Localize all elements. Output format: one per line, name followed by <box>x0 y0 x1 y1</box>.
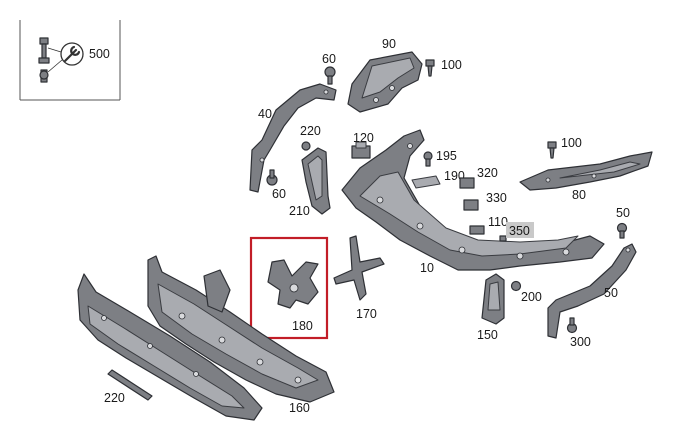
part-10 <box>341 129 605 271</box>
callout-100-top: 100 <box>441 58 462 72</box>
part-40 <box>249 83 337 193</box>
callout-40: 40 <box>258 107 272 121</box>
bolt-195 <box>423 151 433 167</box>
callout-320: 320 <box>477 166 498 180</box>
callout-60-top: 60 <box>322 52 336 66</box>
part-80 <box>519 151 653 191</box>
bolt-50-bottom <box>566 317 578 334</box>
clip-100-right <box>547 141 557 159</box>
callout-50-bottom: 300 <box>570 335 591 349</box>
bolt-60-lower <box>266 169 278 186</box>
bolt-50-top <box>616 222 628 239</box>
part-160 <box>77 273 263 421</box>
callout-200: 150 <box>477 328 498 342</box>
callout-90: 90 <box>382 37 396 51</box>
callout-220-right: 200 <box>521 290 542 304</box>
bolt-220-right <box>510 280 522 292</box>
part-30 <box>547 243 637 339</box>
legend-box: 500 <box>19 20 121 101</box>
callout-50-top: 50 <box>616 206 630 220</box>
callout-110: 110 <box>488 215 508 229</box>
part-90 <box>347 51 423 113</box>
part-200 <box>481 273 505 325</box>
highlight-box-170 <box>249 236 329 340</box>
part-170 <box>267 259 319 309</box>
wrench-icon <box>60 42 84 66</box>
callout-80: 80 <box>572 188 586 202</box>
callout-300: 220 <box>104 391 125 405</box>
callout-30: 50 <box>604 286 618 300</box>
part-120 <box>351 141 371 159</box>
part-110 <box>469 225 485 235</box>
callout-10: 10 <box>420 261 434 275</box>
callout-180: 170 <box>356 307 377 321</box>
part-330 <box>463 199 479 211</box>
callout-60-lower: 60 <box>272 187 286 201</box>
part-320 <box>459 177 475 189</box>
callout-120: 120 <box>353 131 374 145</box>
part-350 <box>499 222 534 242</box>
part-180 <box>333 235 385 301</box>
callout-195: 195 <box>436 149 457 163</box>
callout-350: 350 <box>509 224 530 238</box>
callout-170: 180 <box>292 319 313 333</box>
callout-220-top: 220 <box>300 124 321 138</box>
callout-330: 330 <box>486 191 507 205</box>
part-190 <box>411 175 441 189</box>
callout-150: 160 <box>289 401 310 415</box>
legend-label: 500 <box>89 47 110 61</box>
bolt-icon <box>38 37 50 83</box>
part-300 <box>107 369 153 401</box>
callout-210: 210 <box>289 204 310 218</box>
part-210 <box>301 141 331 215</box>
clip-100-top <box>425 59 435 77</box>
bolt-60-top <box>324 66 336 85</box>
part-150 <box>147 255 335 403</box>
callout-100-right: 100 <box>561 136 582 150</box>
